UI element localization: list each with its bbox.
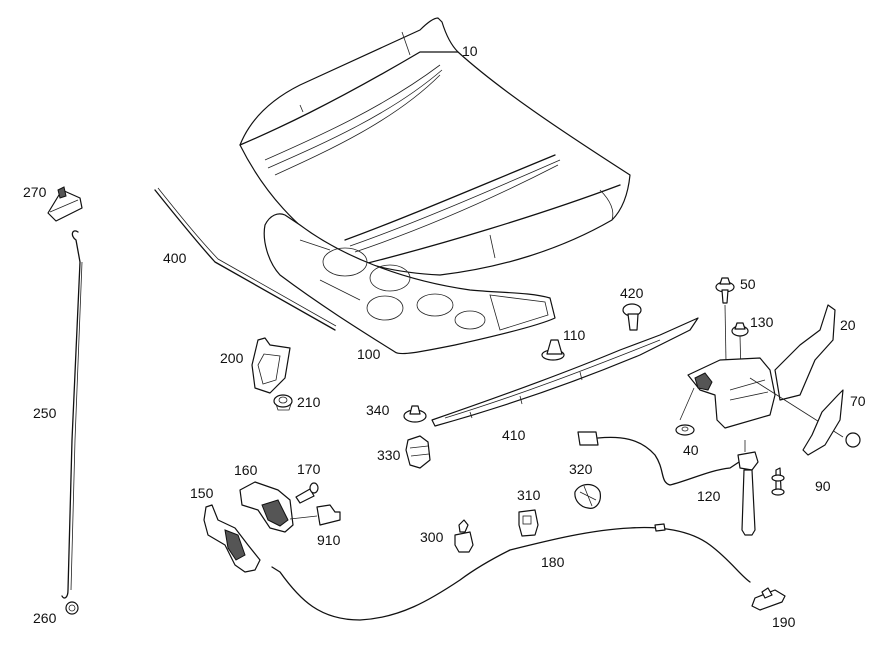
- part-260-grommet: [65, 601, 79, 615]
- label-part-250: 250: [33, 405, 57, 421]
- label-part-70: 70: [850, 393, 866, 409]
- part-90-clip: [771, 467, 785, 496]
- part-910-connector: [289, 504, 341, 526]
- part-310-clip: [518, 509, 539, 537]
- label-part-160: 160: [234, 462, 258, 478]
- label-part-190: 190: [772, 614, 796, 630]
- part-270-rod-holder: [47, 186, 83, 222]
- label-part-180: 180: [541, 554, 565, 570]
- part-330-buffer: [405, 435, 431, 469]
- part-400-seal-strip: [154, 187, 337, 331]
- part-100-inner-panel: [263, 213, 556, 355]
- label-part-100: 100: [357, 346, 381, 362]
- label-part-260: 260: [33, 610, 57, 626]
- label-part-910: 910: [317, 532, 341, 548]
- label-part-210: 210: [297, 394, 321, 410]
- label-part-40: 40: [683, 442, 699, 458]
- part-410-seal-front: [431, 317, 699, 427]
- label-part-120: 120: [697, 488, 721, 504]
- label-part-310: 310: [517, 487, 541, 503]
- part-110-clip: [541, 339, 565, 361]
- part-190-cable-handle: [751, 587, 786, 611]
- label-part-20: 20: [840, 317, 856, 333]
- part-120-sensor-cable: [577, 431, 759, 536]
- part-20-latch-bracket: [679, 304, 844, 438]
- label-part-110: 110: [563, 327, 586, 343]
- label-part-10: 10: [462, 43, 478, 59]
- label-part-170: 170: [297, 461, 321, 477]
- part-150-release-lever: [203, 504, 261, 573]
- label-part-270: 270: [23, 184, 47, 200]
- label-part-320: 320: [569, 461, 593, 477]
- label-part-50: 50: [740, 276, 756, 292]
- label-part-400: 400: [163, 250, 187, 266]
- part-300-cable-clip: [454, 519, 474, 553]
- part-70-latch-cover: [802, 389, 861, 456]
- label-part-300: 300: [420, 529, 444, 545]
- label-part-330: 330: [377, 447, 401, 463]
- label-part-410: 410: [502, 427, 526, 443]
- label-part-130: 130: [750, 314, 774, 330]
- label-part-200: 200: [220, 350, 244, 366]
- part-170-screw: [295, 482, 319, 504]
- part-40-washer: [675, 424, 695, 436]
- label-part-90: 90: [815, 478, 831, 494]
- part-200-bracket: [251, 337, 291, 394]
- part-320-clip: [574, 483, 601, 509]
- part-420-clip: [622, 303, 642, 331]
- label-part-340: 340: [366, 402, 390, 418]
- label-part-150: 150: [190, 485, 214, 501]
- part-180-release-cable: [271, 523, 751, 621]
- part-340-washer: [403, 405, 427, 423]
- part-250-support-rod: [61, 230, 83, 599]
- part-160-lever-bracket: [239, 481, 294, 533]
- part-210-nut: [273, 394, 293, 411]
- label-part-420: 420: [620, 285, 644, 301]
